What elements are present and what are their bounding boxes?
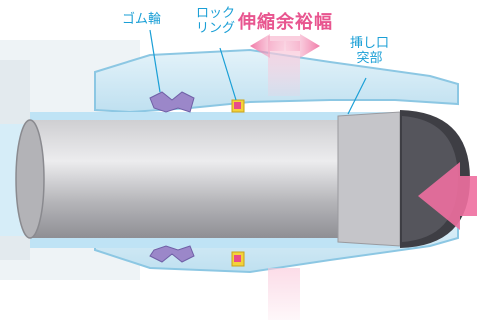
lock-ring-label: ロック リング	[196, 6, 235, 36]
rubber-ring-top	[149, 91, 195, 113]
rubber-ring-label: ゴム輪	[122, 12, 162, 27]
lock-ring-label-line1: ロック	[196, 6, 236, 21]
spigot-label-line2: 突部	[356, 51, 383, 66]
spigot-label-line1: 挿し口	[350, 36, 390, 51]
lock-ring-top	[231, 99, 245, 113]
expansion-allowance-label: 伸縮余裕幅	[238, 12, 333, 33]
lock-ring-bottom	[231, 251, 245, 267]
expansion-arrow-right-icon	[286, 34, 320, 58]
insertion-arrow-icon	[418, 162, 477, 230]
lock-ring-label-line2: リング	[196, 21, 236, 36]
spigot-projection-label: 挿し口 突部	[350, 36, 389, 66]
spigot-pipe	[15, 110, 470, 248]
rubber-ring-bottom	[149, 245, 195, 263]
leader-lines	[149, 29, 367, 115]
expansion-arrow-left-icon	[250, 34, 284, 58]
